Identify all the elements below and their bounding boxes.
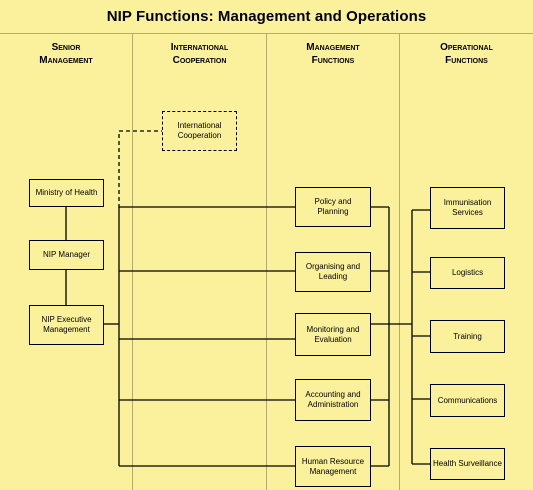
- column-header-senior-management: Senior Management: [39, 42, 93, 66]
- link-intl-coop: [118, 130, 162, 208]
- box-training: Training: [430, 320, 505, 353]
- box-accounting-and-administration: Accounting and Administration: [295, 379, 371, 421]
- box-immunisation-services: Immunisation Services: [430, 187, 505, 229]
- box-nip-executive-management: NIP Executive Management: [29, 305, 104, 345]
- box-international-cooperation: International Cooperation: [162, 111, 237, 151]
- box-monitoring-and-evaluation: Monitoring and Evaluation: [295, 313, 371, 356]
- box-policy-and-planning: Policy and Planning: [295, 187, 371, 227]
- box-ministry-of-health: Ministry of Health: [29, 179, 104, 207]
- column-header-operational-functions: Operational Functions: [440, 42, 493, 66]
- box-organising-and-leading: Organising and Leading: [295, 252, 371, 292]
- box-human-resource-management: Human Resource Management: [295, 446, 371, 487]
- column-header-international-cooperation: International Cooperation: [170, 42, 229, 66]
- box-nip-manager: NIP Manager: [29, 240, 104, 270]
- column-header-management-functions: Management Functions: [306, 42, 360, 66]
- box-logistics: Logistics: [430, 257, 505, 289]
- box-communications: Communications: [430, 384, 505, 417]
- diagram-title: NIP Functions: Management and Operations: [106, 8, 427, 25]
- box-health-surveillance: Health Surveillance: [430, 448, 505, 480]
